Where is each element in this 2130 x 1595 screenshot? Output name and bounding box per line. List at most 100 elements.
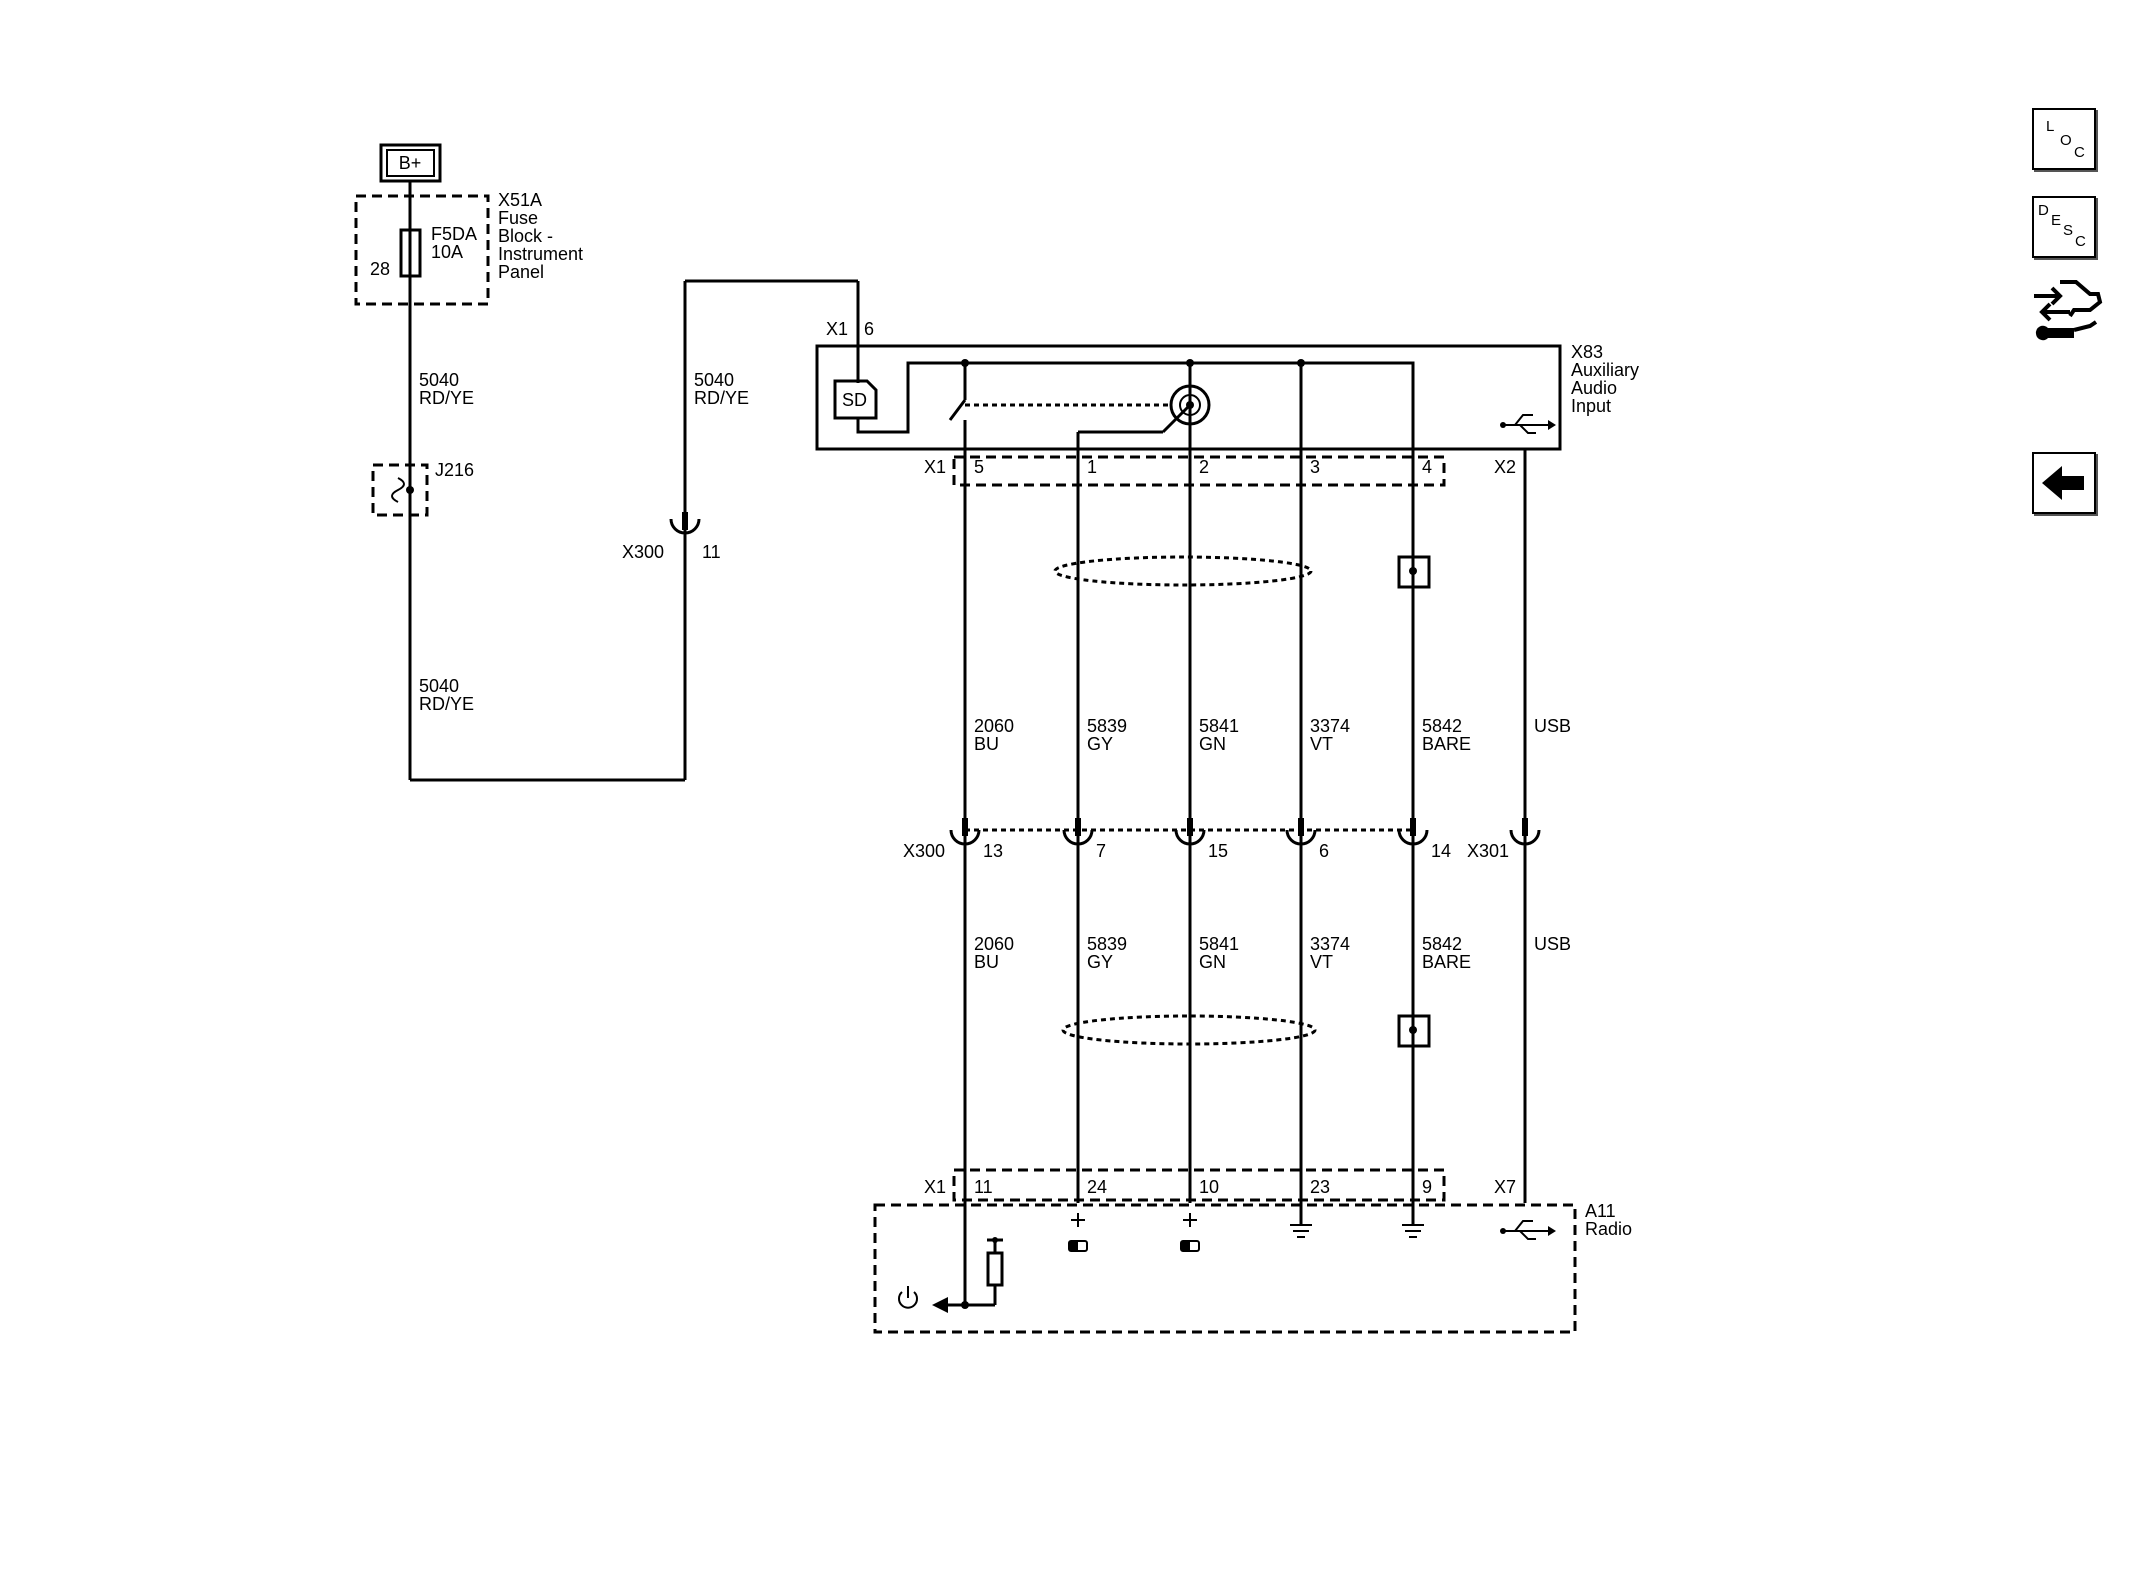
svg-text:A11: A11 [1585, 1201, 1616, 1221]
wake-up-circuit [932, 1237, 1004, 1313]
twisted-shield-upper [1053, 555, 1431, 589]
inline-connector-x300: X300 [903, 841, 945, 861]
radio-pin: 23 [1310, 1177, 1330, 1197]
inline-pin: 15 [1208, 841, 1228, 861]
svg-text:3374: 3374 [1310, 716, 1350, 736]
svg-text:Panel: Panel [498, 262, 544, 282]
loc-letter: C [2074, 144, 2085, 161]
svg-text:3374: 3374 [1310, 934, 1350, 954]
svg-text:Radio: Radio [1585, 1219, 1632, 1239]
aux-internal-sd-path [856, 361, 1415, 449]
svg-text:BARE: BARE [1422, 952, 1471, 972]
audio-input-right-icon [1180, 1213, 1200, 1252]
power-icon [898, 1286, 918, 1309]
location-button[interactable]: L O C [2032, 108, 2096, 170]
svg-text:5841: 5841 [1199, 716, 1239, 736]
wire-label-feed-right: 5040 RD/YE [694, 370, 749, 408]
aux-top-pin: 6 [864, 319, 874, 339]
inline-connector-row [949, 818, 1541, 846]
svg-text:BU: BU [974, 734, 999, 754]
aux-pin: 3 [1310, 457, 1320, 477]
connector-repair-button[interactable] [2030, 276, 2106, 352]
inline-pin: 13 [983, 841, 1003, 861]
desc-letter: D [2038, 202, 2049, 219]
inline-connector-x300-11: X300 11 [622, 512, 721, 562]
svg-text:5040: 5040 [419, 676, 459, 696]
aux-pin: 2 [1199, 457, 1209, 477]
svg-text:5040: 5040 [419, 370, 459, 390]
radio-pin: 24 [1087, 1177, 1107, 1197]
aux-bottom-connector [952, 455, 1446, 487]
battery-label: B+ [399, 153, 422, 173]
fuse-pin: 28 [370, 259, 390, 279]
svg-text:GN: GN [1199, 952, 1226, 972]
inline-pin: 14 [1431, 841, 1451, 861]
aux-usb-connector: X2 [1494, 457, 1516, 477]
svg-text:5841: 5841 [1199, 934, 1239, 954]
inline-pin: 7 [1096, 841, 1106, 861]
svg-text:5839: 5839 [1087, 716, 1127, 736]
svg-text:RD/YE: RD/YE [419, 388, 474, 408]
inline-connector-x301: X301 [1467, 841, 1509, 861]
audio-input-left-icon [1068, 1213, 1088, 1252]
back-button[interactable] [2032, 452, 2096, 514]
radio-connector-outline [952, 1168, 1446, 1202]
svg-text:RD/YE: RD/YE [694, 388, 749, 408]
svg-text:5842: 5842 [1422, 934, 1462, 954]
description-button[interactable]: D E S C [2032, 196, 2096, 258]
svg-text:2060: 2060 [974, 934, 1014, 954]
svg-text:Fuse: Fuse [498, 208, 538, 228]
ground-icon [1290, 1203, 1312, 1238]
inline-pin: 6 [1319, 841, 1329, 861]
svg-text:GY: GY [1087, 952, 1113, 972]
aux-bottom-connector-label: X1 [924, 457, 946, 477]
svg-text:Audio: Audio [1571, 378, 1617, 398]
sd-card-icon: SD [833, 379, 878, 420]
radio-usb-connector: X7 [1494, 1177, 1516, 1197]
svg-text:Instrument: Instrument [498, 244, 583, 264]
radio-module-outline [873, 1203, 1577, 1334]
svg-text:GY: GY [1087, 734, 1113, 754]
splice-j216: J216 [371, 460, 474, 517]
fuse-name: F5DA [431, 224, 477, 244]
fuse-block-label: X51A Fuse Block - Instrument Panel [498, 190, 583, 282]
desc-letter: S [2063, 222, 2074, 239]
svg-text:VT: VT [1310, 952, 1333, 972]
svg-text:2060: 2060 [974, 716, 1014, 736]
fuse-rating: 10A [431, 242, 463, 262]
svg-text:GN: GN [1199, 734, 1226, 754]
radio-connector-label: X1 [924, 1177, 946, 1197]
radio-pin: 10 [1199, 1177, 1219, 1197]
svg-text:Auxiliary: Auxiliary [1571, 360, 1639, 380]
aux-top-connector: X1 [826, 319, 848, 339]
wire-label-feed-lower: 5040 RD/YE [419, 676, 474, 714]
svg-text:USB: USB [1534, 716, 1571, 736]
svg-text:5040: 5040 [694, 370, 734, 390]
svg-text:USB: USB [1534, 934, 1571, 954]
desc-letter: C [2075, 233, 2086, 250]
loc-letter: L [2046, 118, 2055, 135]
svg-text:RD/YE: RD/YE [419, 694, 474, 714]
radio-label: A11 Radio [1585, 1201, 1632, 1239]
fuse-block-outline [354, 194, 490, 306]
connector-repair-icon [2034, 280, 2103, 341]
circuit-labels-upper: 2060 BU 5839 GY 5841 GN 3374 VT 5842 BAR… [974, 716, 1571, 754]
svg-text:BU: BU [974, 952, 999, 972]
back-arrow-icon [2042, 466, 2084, 500]
twisted-shield-lower [1061, 1014, 1431, 1048]
aux-pin: 5 [974, 457, 984, 477]
circuit-labels-lower: 2060 BU 5839 GY 5841 GN 3374 VT 5842 BAR… [974, 934, 1571, 972]
radio-usb-icon [1500, 1220, 1556, 1240]
aux-pin: 1 [1087, 457, 1097, 477]
aux-pin: 4 [1422, 457, 1432, 477]
svg-text:5842: 5842 [1422, 716, 1462, 736]
desc-letter: E [2051, 212, 2062, 229]
usb-icon [1500, 414, 1556, 434]
ground-icon [1402, 1203, 1424, 1238]
svg-text:X51A: X51A [498, 190, 542, 210]
svg-text:5839: 5839 [1087, 934, 1127, 954]
svg-text:X300: X300 [622, 542, 664, 562]
svg-text:BARE: BARE [1422, 734, 1471, 754]
radio-pin: 11 [974, 1177, 993, 1197]
